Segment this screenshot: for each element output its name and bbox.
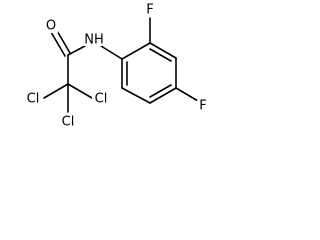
c-cl-right-bond (67, 83, 93, 99)
ring-double-bond-b (149, 48, 172, 62)
oxygen-label: O (46, 19, 56, 34)
ring-bond-5 (121, 87, 151, 104)
chlorine-left-label: Cl (27, 92, 40, 107)
bonds (43, 17, 199, 113)
chemical-structure: O NH F F Cl Cl Cl (24, 2, 210, 130)
n-aryl-bond (100, 45, 123, 60)
ring-double-bond-c (149, 84, 172, 98)
c-f-para-bond (175, 87, 199, 102)
fluorine-ortho-label: F (146, 3, 153, 18)
ring-bond-2 (149, 42, 177, 59)
nh-label: NH (84, 33, 104, 48)
carbonyl-double-bond-inner (55, 28, 71, 54)
atom-labels: O NH F F Cl Cl Cl (24, 2, 210, 130)
c-cl-left-bond (43, 83, 69, 99)
amide-bond (67, 45, 86, 56)
fluorine-para-label: F (199, 99, 206, 114)
chlorine-right-label: Cl (95, 92, 108, 107)
ring-bond-1 (121, 42, 151, 60)
ring-bond-4 (149, 87, 177, 104)
chlorine-bottom-label: Cl (62, 115, 75, 130)
carbonyl-double-bond (50, 31, 66, 57)
